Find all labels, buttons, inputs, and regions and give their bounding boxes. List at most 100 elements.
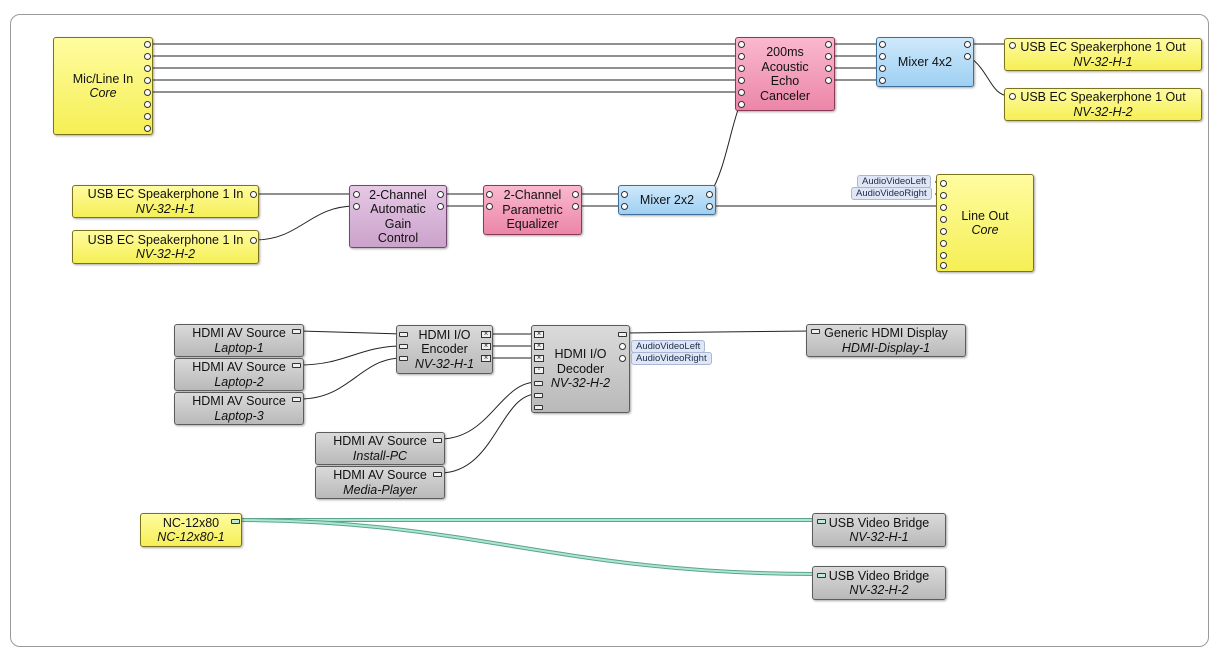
output-pin[interactable] [250, 237, 257, 244]
input-pin[interactable] [353, 203, 360, 210]
input-pin[interactable] [940, 180, 947, 187]
input-pin[interactable] [486, 203, 493, 210]
input-pin[interactable] [738, 53, 745, 60]
av-input-pin[interactable] [399, 356, 408, 361]
output-pin[interactable] [964, 53, 971, 60]
stream-input-pin[interactable]: ⨯ [534, 343, 544, 350]
acoustic-echo-canceler-block[interactable]: 200ms Acoustic Echo Canceler [735, 37, 835, 111]
input-pin[interactable] [940, 216, 947, 223]
output-pin[interactable] [619, 355, 626, 362]
input-pin[interactable] [353, 191, 360, 198]
av-input-pin[interactable] [399, 332, 408, 337]
block-title: USB EC Speakerphone 1 Out [1020, 90, 1186, 104]
output-pin[interactable] [144, 89, 151, 96]
output-pin[interactable] [706, 203, 713, 210]
input-pin[interactable] [940, 228, 947, 235]
av-input-pin[interactable] [811, 329, 820, 334]
output-pin[interactable] [825, 53, 832, 60]
output-pin[interactable] [250, 191, 257, 198]
mixer-4x2-block[interactable]: Mixer 4x2 [876, 37, 974, 87]
usb-speakerphone-out-1-block[interactable]: USB EC Speakerphone 1 Out NV-32-H-1 [1004, 38, 1202, 71]
line-out-block[interactable]: Line Out Core [936, 174, 1034, 272]
output-pin[interactable] [825, 65, 832, 72]
output-pin[interactable] [144, 113, 151, 120]
output-pin[interactable] [706, 191, 713, 198]
input-pin[interactable] [738, 89, 745, 96]
block-title: Parametric [502, 202, 563, 217]
av-input-pin[interactable] [399, 344, 408, 349]
output-pin[interactable] [144, 41, 151, 48]
input-pin[interactable] [621, 203, 628, 210]
input-pin[interactable] [879, 65, 886, 72]
output-pin[interactable] [144, 125, 151, 132]
hdmi-av-source-install-pc-block[interactable]: HDMI AV Source Install-PC [315, 432, 445, 465]
hdmi-io-encoder-block[interactable]: HDMI I/O Encoder NV-32-H-1 ⨯ ⨯ ⨯ [396, 325, 493, 374]
mic-line-in-block[interactable]: Mic/Line In Core [53, 37, 153, 135]
input-pin[interactable] [1009, 42, 1016, 49]
nc-12x80-camera-block[interactable]: NC-12x80 NC-12x80-1 [140, 513, 242, 547]
block-title: Gain [384, 216, 412, 231]
stream-output-pin[interactable]: ⨯ [481, 355, 491, 362]
output-pin[interactable] [437, 191, 444, 198]
input-pin[interactable] [940, 240, 947, 247]
stream-input-pin[interactable]: ▫ [534, 367, 544, 374]
stream-input-pin[interactable]: ⨯ [534, 331, 544, 338]
video-output-pin[interactable] [231, 519, 240, 524]
output-pin[interactable] [144, 77, 151, 84]
input-pin[interactable] [940, 204, 947, 211]
hdmi-av-source-media-player-block[interactable]: HDMI AV Source Media-Player [315, 466, 445, 499]
input-pin[interactable] [486, 191, 493, 198]
input-pin[interactable] [940, 252, 947, 259]
av-output-pin[interactable] [618, 332, 627, 337]
parametric-equalizer-block[interactable]: 2-Channel Parametric Equalizer [483, 185, 582, 235]
output-pin[interactable] [572, 191, 579, 198]
output-pin[interactable] [619, 343, 626, 350]
video-input-pin[interactable] [817, 573, 826, 578]
automatic-gain-control-block[interactable]: 2-Channel Automatic Gain Control [349, 185, 447, 248]
stream-output-pin[interactable]: ⨯ [481, 331, 491, 338]
av-output-pin[interactable] [433, 438, 442, 443]
hdmi-io-decoder-block[interactable]: HDMI I/O Decoder NV-32-H-2 ⨯ ⨯ ⨯ ▫ [531, 325, 630, 413]
input-pin[interactable] [940, 262, 947, 269]
mixer-2x2-block[interactable]: Mixer 2x2 [618, 185, 716, 215]
hdmi-av-source-laptop-3-block[interactable]: HDMI AV Source Laptop-3 [174, 392, 304, 425]
input-pin[interactable] [879, 53, 886, 60]
usb-video-bridge-1-block[interactable]: USB Video Bridge NV-32-H-1 [812, 513, 946, 547]
input-pin[interactable] [879, 77, 886, 84]
av-input-pin[interactable] [534, 381, 543, 386]
av-output-pin[interactable] [433, 472, 442, 477]
output-pin[interactable] [144, 101, 151, 108]
video-input-pin[interactable] [817, 519, 826, 524]
input-pin[interactable] [940, 192, 947, 199]
hdmi-av-source-laptop-2-block[interactable]: HDMI AV Source Laptop-2 [174, 358, 304, 391]
input-pin[interactable] [879, 41, 886, 48]
stream-input-pin[interactable]: ⨯ [534, 355, 544, 362]
usb-speakerphone-in-1-block[interactable]: USB EC Speakerphone 1 In NV-32-H-1 [72, 185, 259, 218]
usb-video-bridge-2-block[interactable]: USB Video Bridge NV-32-H-2 [812, 566, 946, 600]
block-title: HDMI I/O [418, 327, 471, 342]
av-output-pin[interactable] [292, 329, 301, 334]
usb-speakerphone-out-2-block[interactable]: USB EC Speakerphone 1 Out NV-32-H-2 [1004, 88, 1202, 121]
output-pin[interactable] [144, 53, 151, 60]
stream-output-pin[interactable]: ⨯ [481, 343, 491, 350]
input-pin[interactable] [738, 77, 745, 84]
av-output-pin[interactable] [292, 363, 301, 368]
input-pin[interactable] [1009, 93, 1016, 100]
input-pin[interactable] [738, 41, 745, 48]
output-pin[interactable] [437, 203, 444, 210]
generic-hdmi-display-block[interactable]: Generic HDMI Display HDMI-Display-1 [806, 324, 966, 357]
output-pin[interactable] [825, 41, 832, 48]
input-pin[interactable] [738, 101, 745, 108]
output-pin[interactable] [572, 203, 579, 210]
av-input-pin[interactable] [534, 393, 543, 398]
hdmi-av-source-laptop-1-block[interactable]: HDMI AV Source Laptop-1 [174, 324, 304, 357]
input-pin[interactable] [738, 65, 745, 72]
output-pin[interactable] [825, 77, 832, 84]
usb-speakerphone-in-2-block[interactable]: USB EC Speakerphone 1 In NV-32-H-2 [72, 230, 259, 264]
output-pin[interactable] [964, 41, 971, 48]
av-input-pin[interactable] [534, 405, 543, 410]
output-pin[interactable] [144, 65, 151, 72]
input-pin[interactable] [621, 191, 628, 198]
av-output-pin[interactable] [292, 397, 301, 402]
block-title: USB Video Bridge [828, 515, 930, 530]
